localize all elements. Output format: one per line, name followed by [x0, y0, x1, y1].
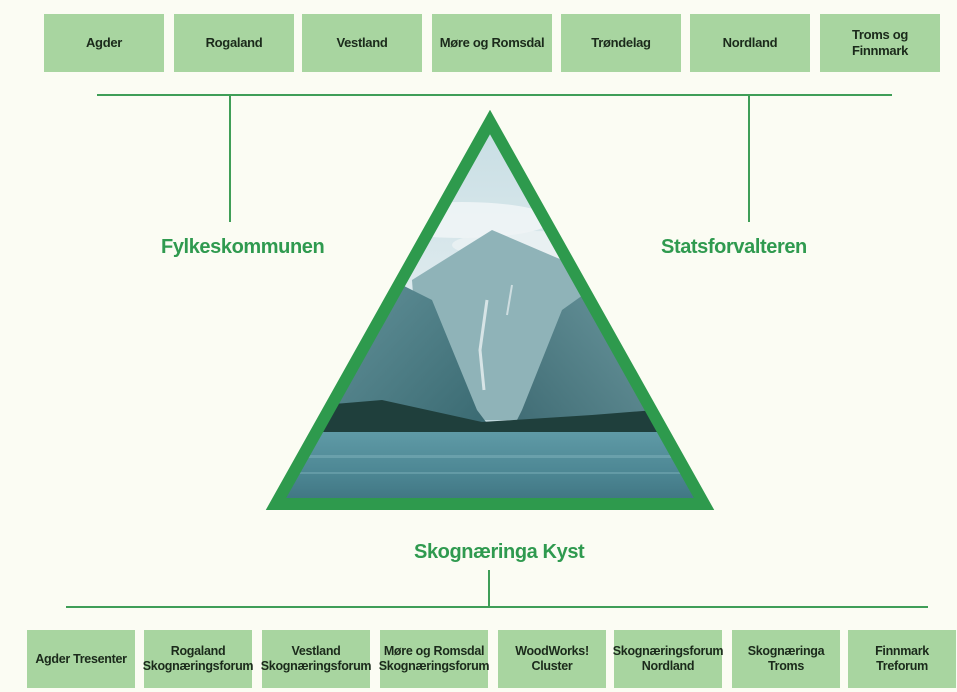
landscape-photo	[276, 122, 704, 504]
region-box-vestland: Vestland	[302, 14, 422, 72]
region-box-agder: Agder	[44, 14, 164, 72]
region-box-more-og-romsdal: Møre og Romsdal	[432, 14, 552, 72]
left-vertical-connector	[229, 95, 231, 222]
region-box-nordland: Nordland	[690, 14, 810, 72]
forum-box-agder-tresenter: Agder Tresenter	[27, 630, 135, 688]
fjord-landscape-triangle	[265, 110, 715, 510]
skognaeringa-kyst-label: Skognæringa Kyst	[414, 541, 585, 563]
statsforvalteren-label: Statsforvalteren	[661, 236, 807, 258]
bottom-horizontal-line	[66, 606, 928, 608]
region-box-troms-og-finnmark: Troms og Finnmark	[820, 14, 940, 72]
fylkeskommunen-label: Fylkeskommunen	[161, 236, 325, 258]
right-vertical-connector	[748, 95, 750, 222]
bottom-vertical-connector	[488, 570, 490, 607]
region-box-trondelag: Trøndelag	[561, 14, 681, 72]
region-box-rogaland: Rogaland	[174, 14, 294, 72]
forum-box-finnmark-treforum: Finnmark Treforum	[848, 630, 956, 688]
triangle-border	[265, 110, 715, 510]
forum-box-woodworks-cluster: WoodWorks!Cluster	[498, 630, 606, 688]
top-horizontal-line	[97, 94, 892, 96]
